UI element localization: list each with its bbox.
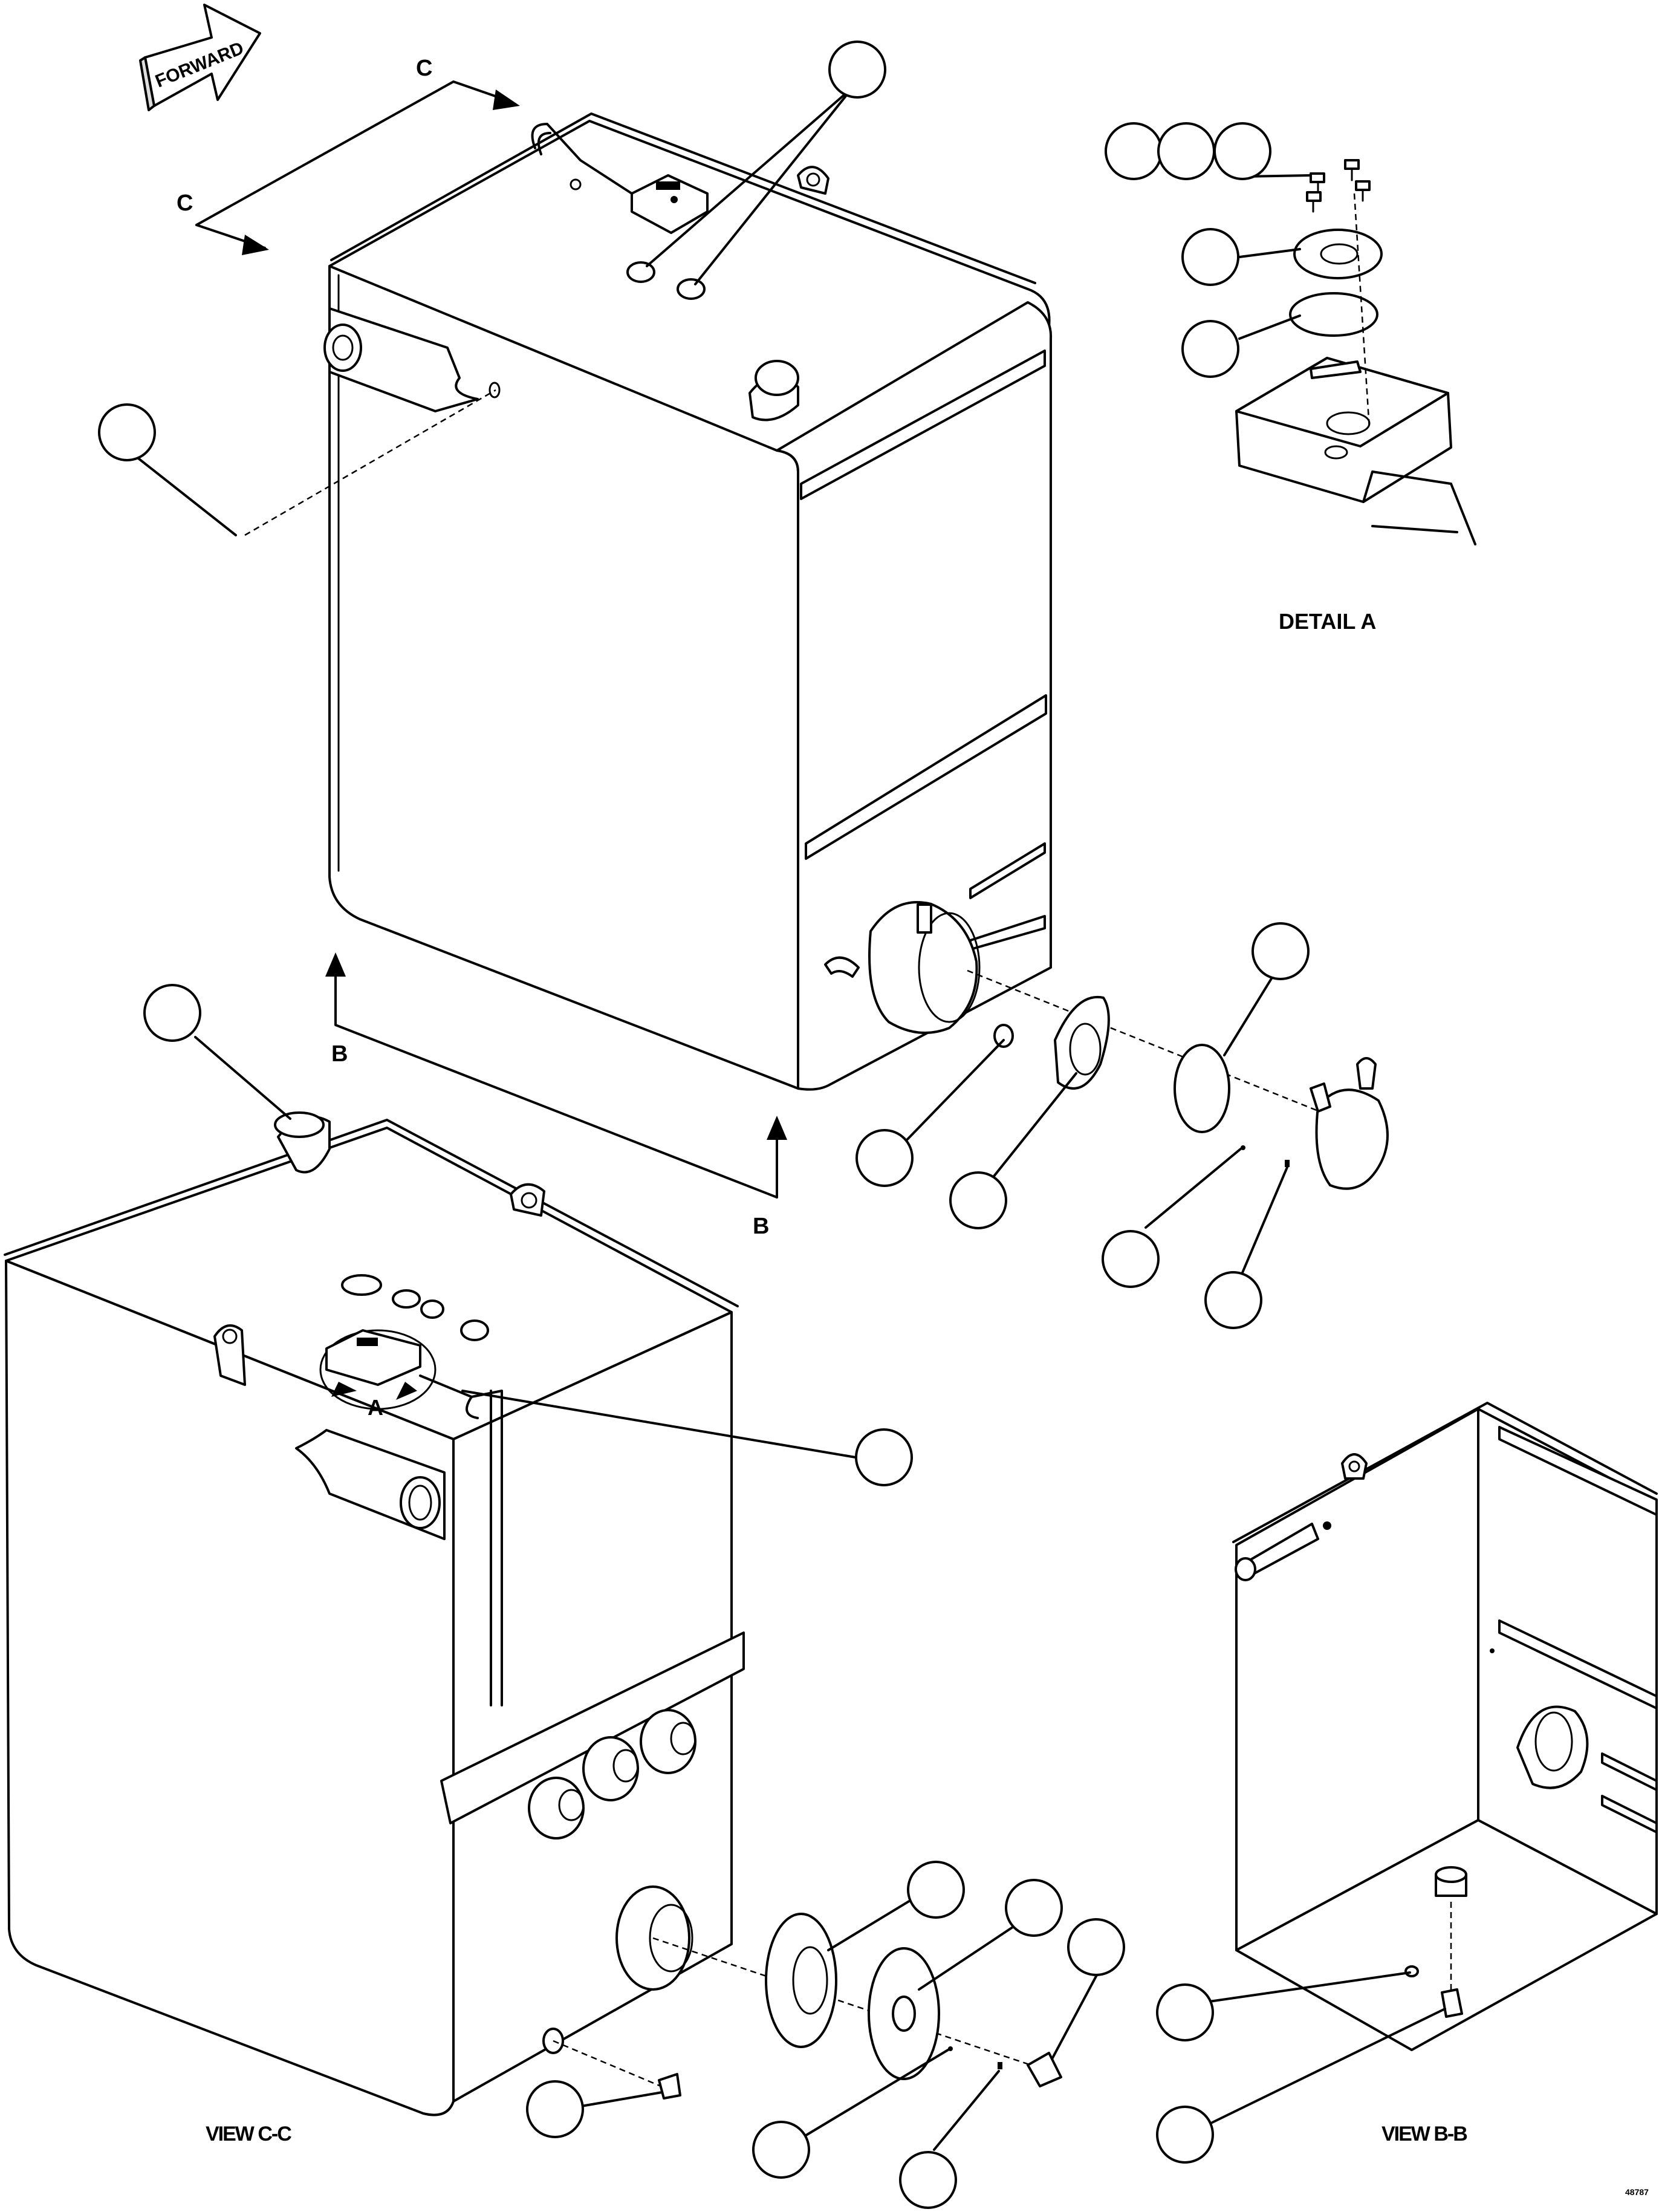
item-bubbles	[98, 41, 1310, 2209]
item-bubble	[855, 1129, 914, 1187]
view-cc-label: VIEW C-C	[206, 2123, 291, 2145]
item-bubble	[1067, 1918, 1125, 1976]
view-bb: VIEW B-B	[1232, 1402, 1658, 2145]
item-bubble	[1204, 1271, 1262, 1329]
section-c-cut-line: C C	[177, 56, 520, 255]
item-bubble	[949, 1171, 1007, 1229]
section-b-cut-line: B B	[325, 952, 787, 1239]
forward-arrow: FORWARD	[139, 4, 261, 111]
item-bubble	[1157, 122, 1215, 180]
detail-a-title: DETAIL A	[1279, 609, 1376, 634]
item-bubble	[752, 2121, 810, 2179]
item-bubble	[1102, 1230, 1160, 1288]
item-bubble	[1005, 1879, 1063, 1937]
valves	[528, 1709, 696, 1840]
view-bb-label: VIEW B-B	[1381, 2123, 1467, 2145]
exploded-flange-cc	[652, 1913, 1062, 2087]
item-bubble	[526, 2080, 584, 2138]
item-bubble	[1181, 320, 1239, 378]
item-bubble	[899, 2151, 957, 2209]
detail-a-callout-label: A	[368, 1395, 383, 1420]
item-bubble	[1181, 228, 1239, 286]
item-bubble	[1156, 1983, 1214, 2041]
item-bubble	[1213, 122, 1271, 180]
figure-number: 48787	[1625, 2187, 1649, 2197]
section-b-left-label: B	[331, 1041, 348, 1067]
item-bubble	[828, 41, 886, 99]
detail-a: DETAIL A	[1235, 159, 1476, 634]
section-c-left-label: C	[177, 190, 193, 216]
item-bubble	[907, 1861, 965, 1919]
item-bubble	[1105, 122, 1163, 180]
item-bubble	[143, 984, 201, 1042]
view-cc-tank: A VIEW C-C	[4, 1111, 745, 2145]
section-b-right-label: B	[753, 1214, 769, 1239]
leader-lines	[135, 86, 1446, 2151]
section-c-top-label: C	[416, 56, 432, 81]
exploded-flange-top	[967, 969, 1389, 1190]
item-bubble	[98, 403, 156, 461]
item-bubble	[1156, 2106, 1214, 2164]
main-tank	[323, 112, 1053, 1091]
item-bubble	[1252, 922, 1310, 980]
detail-a-bolts	[1306, 159, 1371, 213]
item-bubble	[855, 1428, 913, 1486]
